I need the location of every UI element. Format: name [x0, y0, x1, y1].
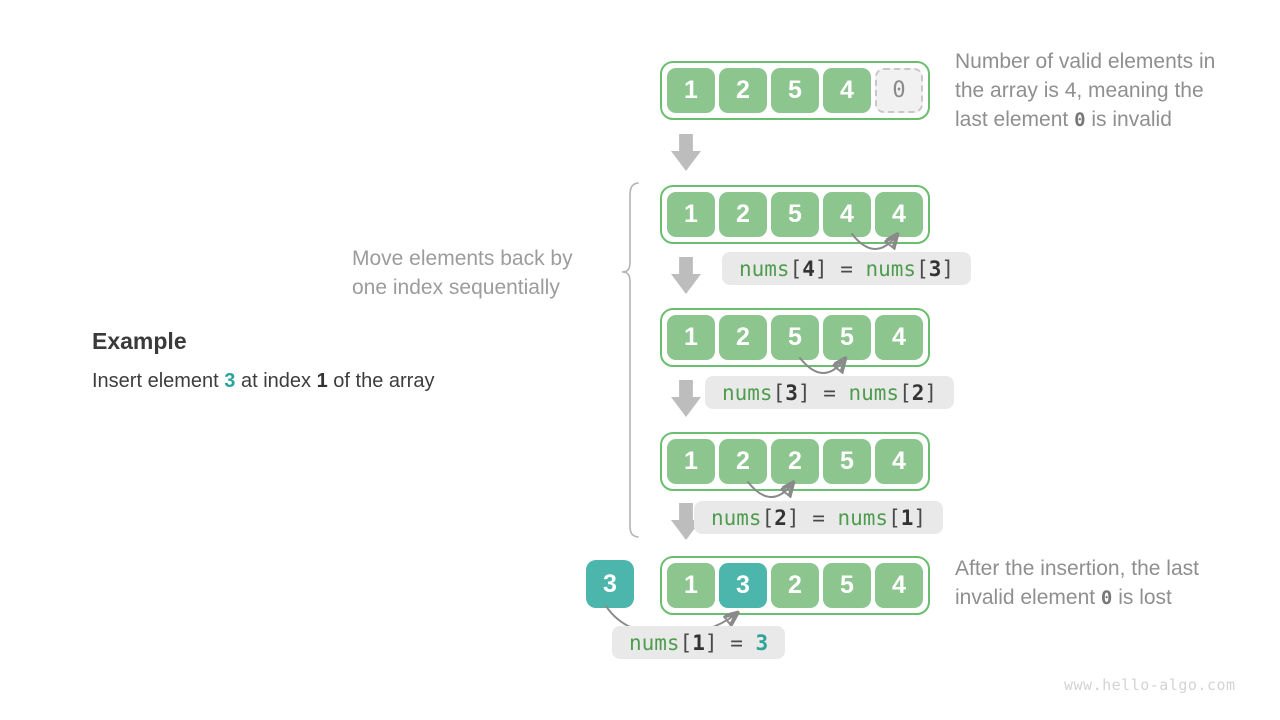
array-cell: 2 [771, 439, 819, 484]
assignment-label-3: nums[2] = nums[1] [694, 501, 944, 534]
annotation-text: invalid element [955, 586, 1101, 609]
array-cell-invalid: 0 [875, 68, 923, 113]
array-cell: 2 [719, 68, 767, 113]
code-bracket: [ [899, 380, 912, 405]
array-cell-inserted: 3 [719, 563, 767, 608]
code-bracket: [ [679, 630, 693, 655]
code-value: 3 [755, 630, 769, 655]
code-bracket: [ [888, 505, 901, 530]
desc-insert-value: 3 [224, 370, 236, 392]
copy-arc-icon [851, 229, 910, 263]
annotation-top: Number of valid elements in the array is… [955, 47, 1265, 135]
assignment-label-1: nums[4] = nums[3] [722, 252, 972, 285]
code-equals: = [810, 380, 849, 405]
code-bracket: ] [941, 256, 955, 281]
desc-text-post: of the array [327, 370, 435, 392]
array-cell: 5 [823, 315, 871, 360]
inserted-value-cell: 3 [586, 560, 634, 608]
brace-icon [621, 182, 639, 538]
watermark: www.hello-algo.com [1064, 676, 1236, 694]
code-index: 4 [802, 256, 815, 281]
code-fn: nums [848, 380, 900, 405]
array-cell: 5 [823, 563, 871, 608]
code-index: 3 [785, 380, 798, 405]
annotation-bottom-line1: After the insertion, the last [955, 557, 1199, 580]
move-note-line1: Move elements back by [352, 247, 573, 270]
down-arrow-icon [671, 257, 701, 294]
array-cell: 1 [667, 192, 715, 237]
code-bracket: [ [789, 256, 803, 281]
array-cell: 4 [823, 68, 871, 113]
array-cell: 5 [771, 68, 819, 113]
array-row-initial: 1 2 5 4 0 [660, 61, 930, 120]
array-cell: 4 [823, 192, 871, 237]
invalid-zero: 0 [1074, 109, 1086, 131]
array-row-shift-3: 1 2 5 5 4 [660, 308, 930, 367]
code-fn: nums [739, 256, 790, 281]
desc-text-pre: Insert element [92, 370, 225, 392]
code-index: 1 [692, 630, 705, 655]
array-cell: 2 [771, 563, 819, 608]
annotation-text: last element [955, 108, 1075, 131]
example-heading: Example [92, 328, 187, 354]
code-index: 3 [928, 256, 942, 281]
array-row-shift-4: 1 2 5 4 4 [660, 185, 930, 244]
example-block: Example Insert element 3 at index 1 of t… [92, 328, 434, 393]
copy-arc-icon [747, 477, 806, 511]
code-fn: nums [837, 505, 889, 530]
array-cell: 2 [719, 192, 767, 237]
assignment-label-2: nums[3] = nums[2] [705, 376, 955, 409]
annotation-top-line3: last element 0 is invalid [955, 105, 1265, 135]
code-equals: = [717, 630, 756, 655]
move-note: Move elements back by one index sequenti… [352, 244, 573, 302]
annotation-bottom: After the insertion, the last invalid el… [955, 554, 1265, 613]
array-cell: 5 [823, 439, 871, 484]
annotation-text: is lost [1112, 586, 1172, 609]
code-equals: = [799, 505, 838, 530]
array-cell: 1 [667, 315, 715, 360]
code-bracket: [ [761, 505, 775, 530]
array-cell: 1 [667, 439, 715, 484]
array-cell: 4 [875, 192, 923, 237]
down-arrow-icon [671, 380, 701, 417]
array-cell: 1 [667, 563, 715, 608]
array-cell: 2 [719, 439, 767, 484]
code-bracket: ] [913, 505, 927, 530]
code-bracket: [ [916, 256, 929, 281]
array-cell: 5 [771, 192, 819, 237]
invalid-zero: 0 [1100, 587, 1113, 609]
array-row-final: 1 3 2 5 4 [660, 556, 930, 615]
annotation-top-line2: the array is 4, meaning the [955, 79, 1204, 102]
annotation-text: is invalid [1085, 108, 1172, 131]
code-fn: nums [865, 256, 917, 281]
annotation-top-line1: Number of valid elements in [955, 50, 1216, 73]
array-cell: 5 [771, 315, 819, 360]
desc-text-mid: at index [235, 370, 317, 392]
example-description: Insert element 3 at index 1 of the array [92, 370, 434, 393]
code-index: 1 [900, 505, 914, 530]
code-bracket: ] [786, 505, 800, 530]
code-bracket: [ [772, 380, 786, 405]
array-cell: 2 [719, 315, 767, 360]
code-bracket: ] [814, 256, 828, 281]
array-cell: 4 [875, 439, 923, 484]
code-bracket: ] [704, 630, 718, 655]
assignment-label-4: nums[1] = 3 [612, 626, 786, 659]
code-equals: = [827, 256, 866, 281]
down-arrow-icon [671, 134, 701, 171]
array-cell: 1 [667, 68, 715, 113]
code-bracket: ] [924, 380, 938, 405]
code-index: 2 [774, 505, 787, 530]
copy-arc-icon [799, 353, 858, 387]
array-cell: 4 [875, 563, 923, 608]
annotation-bottom-line2: invalid element 0 is lost [955, 583, 1265, 613]
code-index: 2 [911, 380, 925, 405]
move-note-line2: one index sequentially [352, 276, 560, 299]
desc-insert-index: 1 [316, 370, 328, 392]
code-fn: nums [711, 505, 762, 530]
code-bracket: ] [797, 380, 811, 405]
code-fn: nums [722, 380, 773, 405]
code-fn: nums [629, 630, 680, 655]
array-cell: 4 [875, 315, 923, 360]
